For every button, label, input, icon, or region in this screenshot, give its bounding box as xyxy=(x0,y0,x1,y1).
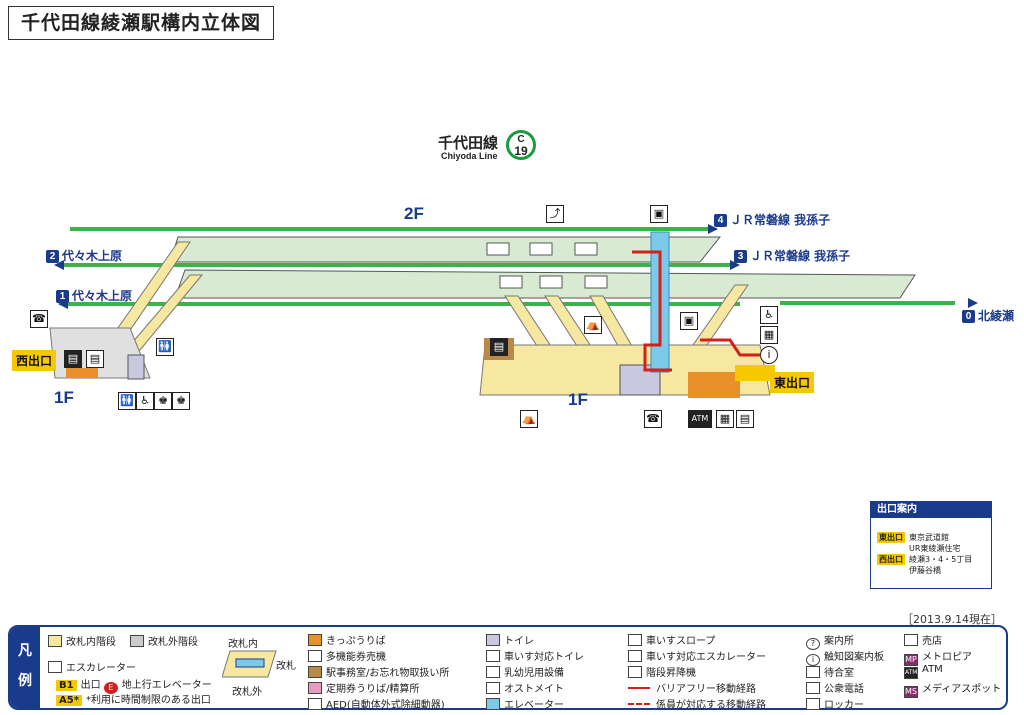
legend-escalator: エスカレーター xyxy=(48,659,136,674)
wheelchair-icon: ♿ xyxy=(760,306,778,324)
legend-stairs-in: 改札内階段 xyxy=(48,633,116,648)
legend-title: 凡 例 xyxy=(10,627,40,708)
legend-wc-ramp: 車いすスロープ xyxy=(628,632,715,647)
legend-wc-escalator: 車いす対応エスカレーター xyxy=(628,648,766,663)
wheelchair-icon: ♿ xyxy=(136,392,154,410)
west-exit-label: 西出口 xyxy=(12,350,57,371)
ostomate-icon: ♚ xyxy=(172,392,190,410)
toilet-left xyxy=(127,354,145,380)
exit-guide-row-west: 西出口綾瀬3・4・5丁目伊藤谷橋 xyxy=(877,554,973,575)
atm-icon: ATM xyxy=(688,410,712,428)
phone-icon: ☎ xyxy=(30,310,48,328)
stair-lift-icon: ⤴ xyxy=(546,205,564,223)
locker-icon: ▦ xyxy=(716,410,734,428)
platform-opening xyxy=(574,242,598,256)
legend-commuter: 定期券うりば/精算所 xyxy=(308,680,419,695)
info-icon: i xyxy=(760,346,778,364)
elevator-icon: ▣ xyxy=(680,312,698,330)
elevator-icon: ▣ xyxy=(650,205,668,223)
legend-gate-diagram xyxy=(222,650,277,678)
ticket-icon: ▤ xyxy=(64,350,82,368)
legend-stairs-out: 改札外階段 xyxy=(130,633,198,648)
legend-phone: 公衆電話 xyxy=(806,680,864,695)
waiting-room-icon: ⛺ xyxy=(520,410,538,428)
east-exit-area xyxy=(735,365,775,381)
nursing-icon: ♚ xyxy=(154,392,172,410)
arrow-0 xyxy=(968,298,978,308)
toilet-icon: 🚻 xyxy=(118,392,136,410)
legend-locker: ロッカー xyxy=(806,696,864,711)
line-name: 千代田線 xyxy=(438,134,499,152)
toilet-icon: 🚻 xyxy=(156,338,174,356)
floor-label-1f-right: 1F xyxy=(568,390,588,409)
legend-aed: AED(自動体外式除細動器) xyxy=(308,696,445,711)
ticket-office-left xyxy=(66,368,98,378)
station-number-badge: C 19 xyxy=(506,130,536,160)
legend-waiting: 待合室 xyxy=(806,664,854,679)
legend-gate-in: 改札内 xyxy=(228,639,258,650)
arrow-4 xyxy=(708,224,718,234)
platform-opening xyxy=(584,275,608,289)
arrow-3 xyxy=(730,260,740,270)
legend-gate: 改札 xyxy=(276,661,296,672)
floor-label-2f: 2F xyxy=(404,204,424,223)
legend-gate-out: 改札外 xyxy=(232,687,262,698)
line-roman-name: Chiyoda Line xyxy=(441,151,498,161)
page-title: 千代田線綾瀬駅構内立体図 xyxy=(8,6,274,40)
barrier-free-route xyxy=(632,250,672,372)
platform-opening xyxy=(499,275,523,289)
platform-opening xyxy=(486,242,510,256)
stairs-left-lower xyxy=(124,274,204,351)
date-label: ［2013.9.14現在］ xyxy=(902,613,1002,626)
east-exit-label: 東出口 xyxy=(770,372,815,393)
legend-office: 駅事務室/お忘れ物取扱い所 xyxy=(308,664,449,679)
phone-icon: ☎ xyxy=(644,410,662,428)
arrow-2 xyxy=(54,260,64,270)
legend-toilet: トイレ xyxy=(486,632,534,647)
platform-opening xyxy=(529,242,553,256)
waiting-room-icon: ⛺ xyxy=(584,316,602,334)
ticket-machine-icon: ▤ xyxy=(86,350,104,368)
legend-staff-route: 係員が対応する移動経路 xyxy=(628,696,766,711)
legend-ostomate: オストメイト xyxy=(486,680,564,695)
legend-multi-ticket: 多機能券売機 xyxy=(308,648,386,663)
badge-number: 19 xyxy=(514,144,528,158)
platform-opening xyxy=(539,275,563,289)
shop-right xyxy=(688,372,740,398)
shop-icon: ▦ xyxy=(760,326,778,344)
legend-info-desk: ?案内所 xyxy=(806,632,854,650)
legend-wc-toilet: 車いす対応トイレ xyxy=(486,648,584,663)
legend-elevator: エレベーター xyxy=(486,696,564,711)
badge-letter: C xyxy=(517,134,525,145)
office-icon: ▤ xyxy=(490,338,508,356)
legend-shop: 売店 xyxy=(904,632,942,647)
floor-label-1f-left: 1F xyxy=(54,388,74,407)
exit-guide-header: 出口案内 xyxy=(871,502,991,518)
legend-nursing: 乳幼児用設備 xyxy=(486,664,564,679)
barrier-free-route-2 xyxy=(700,338,760,357)
legend-limited-exit: A5**利用に時間制限のある出口 xyxy=(56,691,211,706)
platform-upper-slab xyxy=(169,236,722,263)
legend-ticket: きっぷうりば xyxy=(308,632,386,647)
legend-stair-lift: 階段昇降機 xyxy=(628,664,696,679)
legend-barrier-free: バリアフリー移動経路 xyxy=(628,680,756,695)
multi-ticket-icon: ▤ xyxy=(736,410,754,428)
